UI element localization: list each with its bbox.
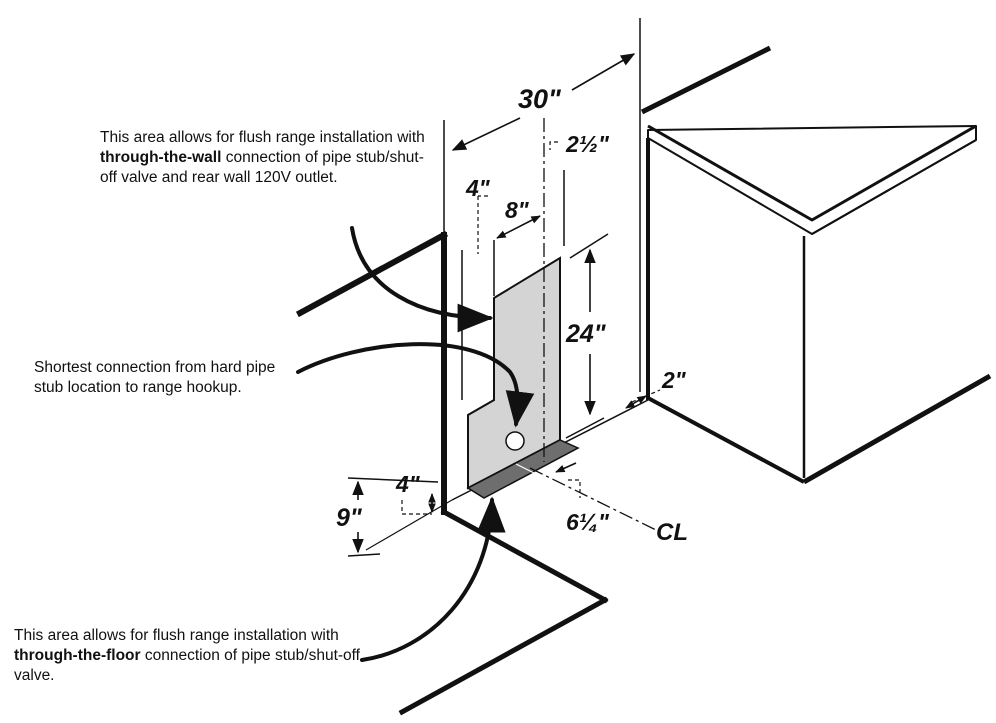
- arrow-through-floor: [360, 496, 506, 662]
- through-floor-text-post: connection of pipe stub/shut-off valve.: [14, 647, 360, 684]
- shortest-connection-callout: Shortest connection from hard pipe stub …: [34, 358, 304, 398]
- through-wall-text-post: connection of pipe stub/shut-off valve a…: [100, 149, 424, 186]
- dim-label-9: 9": [336, 504, 363, 532]
- through-wall-callout: This area allows for flush range install…: [100, 128, 430, 188]
- dimension-lines: [352, 53, 647, 554]
- adjacent-cabinet: [640, 45, 992, 485]
- dim-line-2: [625, 395, 647, 409]
- arrow-shortest: [296, 342, 535, 428]
- dim-label-30: 30": [518, 84, 562, 114]
- dim-line-6-25: [555, 462, 577, 473]
- dashed-leaders: [401, 141, 661, 515]
- through-floor-callout: This area allows for flush range install…: [14, 626, 394, 686]
- dim-label-4-top: 4": [465, 175, 491, 201]
- dim-label-4-bottom: 4": [395, 471, 421, 497]
- through-wall-text-pre: This area allows for flush range install…: [100, 129, 425, 146]
- dim-label-6-25: 6¼": [566, 509, 610, 535]
- dim-label-8: 8": [505, 197, 530, 223]
- through-wall-text-bold: through-the-wall: [100, 149, 222, 166]
- arrow-through-wall: [350, 226, 494, 333]
- floor-centerline: [529, 467, 661, 533]
- pipe-stub-location: [505, 431, 525, 451]
- through-floor-area: [466, 439, 580, 499]
- dim-line-8: [496, 215, 541, 239]
- through-floor-text-pre: This area allows for flush range install…: [14, 627, 339, 644]
- callout-arrows: [296, 226, 535, 662]
- shortest-connection-text: Shortest connection from hard pipe stub …: [34, 359, 276, 396]
- through-floor-text-bold: through-the-floor: [14, 647, 141, 664]
- extension-lines: [347, 18, 641, 557]
- dim-label-24: 24": [565, 320, 607, 348]
- centerline-symbol: CL: [656, 519, 688, 546]
- dim-label-2: 2": [661, 367, 687, 393]
- dim-label-2-5: 2½": [565, 131, 610, 157]
- dim-line-30: [451, 117, 521, 151]
